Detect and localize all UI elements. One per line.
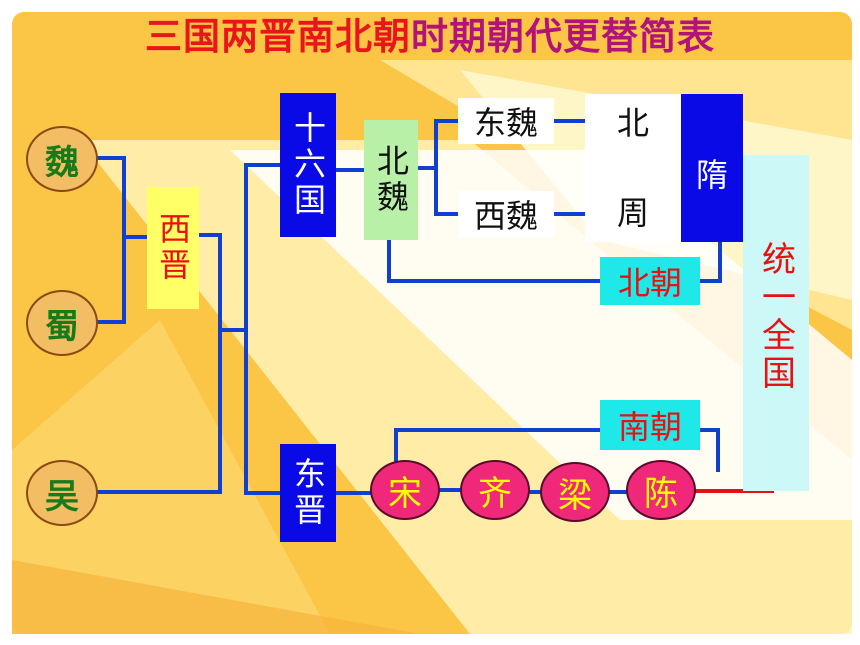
node-sui-label: 隋 xyxy=(695,156,728,194)
title-part2: 时期朝代更替简表 xyxy=(411,15,715,58)
node-western-jin: 西晋 xyxy=(147,187,199,309)
node-wei: 魏 xyxy=(26,126,98,192)
node-eastern-wei-label: 东魏 xyxy=(473,104,538,142)
node-liang-label: 梁 xyxy=(558,475,592,516)
node-western-wei-label: 西魏 xyxy=(473,197,538,235)
node-northern-wei: 北魏 xyxy=(364,120,418,240)
node-chen: 陈 xyxy=(626,460,696,520)
title-part1: 三国两晋南北朝 xyxy=(145,15,411,58)
node-southern-dynasties: 南朝 xyxy=(600,400,700,450)
node-shu-label: 蜀 xyxy=(45,306,79,347)
node-southern-dynasties-label: 南朝 xyxy=(617,408,682,446)
node-liang: 梁 xyxy=(540,462,610,522)
node-song-label: 宋 xyxy=(388,473,422,514)
node-eastern-jin: 东晋 xyxy=(280,444,336,542)
node-western-wei: 西魏 xyxy=(458,191,554,237)
node-unification-label: 统一全国 xyxy=(755,241,796,393)
node-wei-label: 魏 xyxy=(45,142,79,183)
node-sui: 隋 xyxy=(681,94,743,242)
node-sixteen-kingdoms: 十六国 xyxy=(280,93,336,237)
node-northern-zhou-bottom: 周 xyxy=(585,188,681,234)
node-qi-label: 齐 xyxy=(478,473,512,514)
node-western-jin-label: 西晋 xyxy=(154,212,192,284)
node-northern-zhou-bottom-label: 周 xyxy=(616,194,649,232)
node-northern-zhou xyxy=(585,94,681,242)
node-northern-dynasties: 北朝 xyxy=(600,257,700,305)
node-sixteen-kingdoms-label: 十六国 xyxy=(289,111,327,219)
node-eastern-jin-label: 东晋 xyxy=(289,457,327,529)
node-northern-wei-label: 北魏 xyxy=(372,144,410,216)
node-qi: 齐 xyxy=(460,460,530,520)
node-northern-dynasties-label: 北朝 xyxy=(617,264,682,302)
node-shu: 蜀 xyxy=(26,290,98,356)
node-chen-label: 陈 xyxy=(644,473,678,514)
diagram-title: 三国两晋南北朝时期朝代更替简表 xyxy=(0,6,860,60)
node-unification: 统一全国 xyxy=(743,155,809,491)
node-eastern-wei: 东魏 xyxy=(458,98,554,144)
node-wu-label: 吴 xyxy=(45,476,79,517)
node-northern-zhou-top-label: 北 xyxy=(616,104,649,142)
node-wu: 吴 xyxy=(26,460,98,526)
node-song: 宋 xyxy=(370,460,440,520)
node-northern-zhou-top: 北 xyxy=(585,98,681,144)
